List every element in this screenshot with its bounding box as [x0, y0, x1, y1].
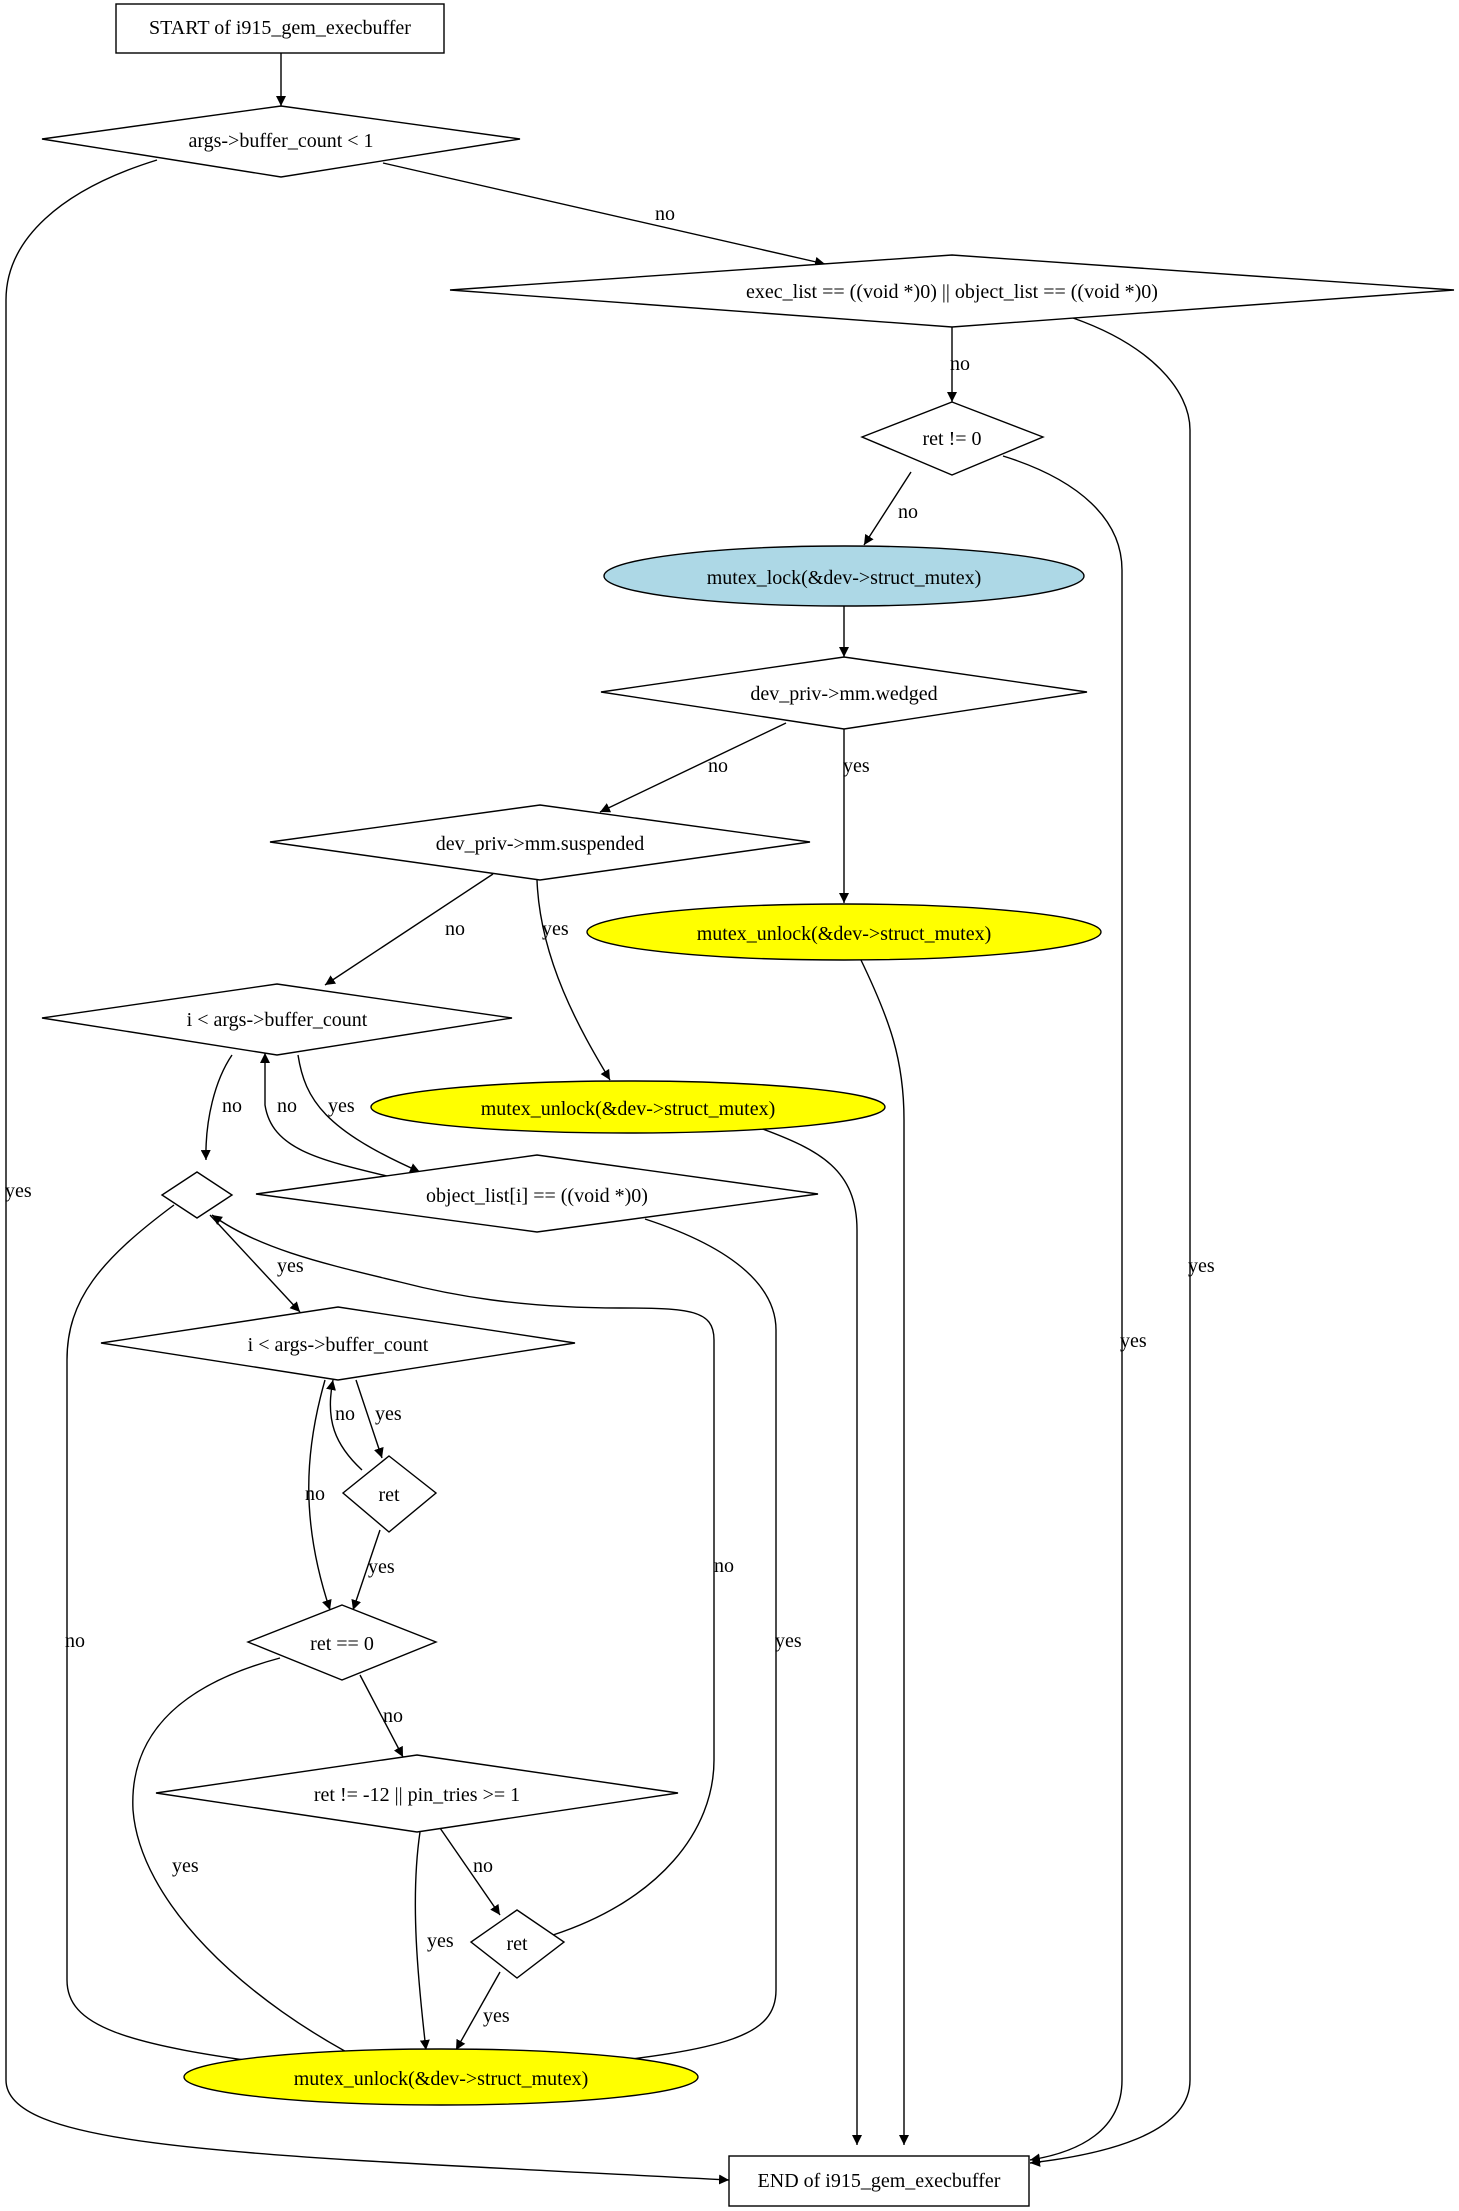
- decision-object-null-label: object_list[i] == ((void *)0): [426, 1185, 648, 1207]
- edge-d7-to-d9: [209, 1214, 301, 1313]
- decision-loop-buffer-count-1-label: i < args->buffer_count: [187, 1009, 368, 1031]
- edge-d2-to-end: [1029, 317, 1191, 2167]
- decision-ret-b-label: ret: [506, 1933, 528, 1955]
- decision-ret-zero: ret == 0: [246, 1604, 438, 1681]
- edge-label-d2-end: yes: [1188, 1255, 1215, 1277]
- mutex-unlock-wedged-label: mutex_unlock(&dev->struct_mutex): [697, 923, 992, 945]
- edge-label-d13-u3: yes: [483, 2005, 510, 2027]
- decision-ret-nonzero: ret != 0: [860, 401, 1045, 476]
- edge-u1-to-end: [859, 957, 909, 2145]
- edge-label-d10-d11: yes: [368, 1556, 395, 1578]
- edge-d10-to-d9: [326, 1379, 363, 1471]
- edge-d8-to-u3: [567, 1218, 777, 2070]
- decision-ret-zero-label: ret == 0: [310, 1633, 374, 1655]
- decision-null-lists: exec_list == ((void *)0) || object_list …: [449, 254, 1455, 328]
- edge-d11-to-d12: [359, 1674, 404, 1758]
- edge-label-d3-end: yes: [1120, 1330, 1147, 1352]
- edges: [5, 53, 1191, 2185]
- edge-d13-to-u3: [455, 1971, 501, 2051]
- decision-ret-a-label: ret: [378, 1484, 400, 1506]
- mutex-lock-label: mutex_lock(&dev->struct_mutex): [707, 567, 982, 589]
- edge-label-d8-d6: no: [277, 1095, 297, 1117]
- mutex-unlock-suspended-label: mutex_unlock(&dev->struct_mutex): [481, 1098, 776, 1120]
- edge-label-d3-lock: no: [898, 501, 918, 523]
- edge-label-d9-d10: yes: [375, 1403, 402, 1425]
- decision-pin-tries-label: ret != -12 || pin_tries >= 1: [314, 1784, 520, 1806]
- edge-label-d5-u2: yes: [542, 918, 569, 940]
- end-node: END of i915_gem_execbuffer: [728, 2155, 1030, 2207]
- edge-d7-to-u3: [66, 1204, 291, 2070]
- edge-label-d1-d2: no: [655, 203, 675, 225]
- edge-label-d4-u1: yes: [843, 755, 870, 777]
- edge-label-d6-d8: yes: [328, 1095, 355, 1117]
- decision-buffer-count-label: args->buffer_count < 1: [188, 130, 373, 152]
- decision-loop-buffer-count-2: i < args->buffer_count: [100, 1306, 576, 1381]
- edge-label-d6-d7: no: [222, 1095, 242, 1117]
- mutex-unlock-final-label: mutex_unlock(&dev->struct_mutex): [294, 2068, 589, 2090]
- edge-label-d8-u3: yes: [775, 1630, 802, 1652]
- edge-d11-to-u3: [132, 1657, 378, 2069]
- edge-d4-to-d5: [599, 722, 787, 813]
- mutex-unlock-wedged: mutex_unlock(&dev->struct_mutex): [586, 903, 1102, 961]
- edge-d5-to-u2: [536, 879, 611, 1081]
- edge-label-d11-u3: yes: [172, 1855, 199, 1877]
- edge-label-d7-u3: no: [65, 1630, 85, 1652]
- edge-d3-to-end: [1002, 455, 1123, 2164]
- edge-d9-to-d10: [355, 1379, 384, 1459]
- edge-label-d7-d9: yes: [277, 1255, 304, 1277]
- decision-null-lists-label: exec_list == ((void *)0) || object_list …: [746, 281, 1158, 303]
- decision-ret-b: ret: [469, 1909, 566, 1979]
- edge-d3-to-lock: [863, 471, 912, 546]
- edge-d9-to-d11: [308, 1379, 332, 1611]
- edge-label-d13-d7: no: [714, 1555, 734, 1577]
- edge-label-d1-end: yes: [5, 1180, 32, 1202]
- edge-d12-to-u3: [414, 1831, 430, 2051]
- decision-suspended-label: dev_priv->mm.suspended: [436, 833, 644, 855]
- edge-d6-to-d7: [200, 1054, 233, 1161]
- decision-wedged-label: dev_priv->mm.wedged: [750, 683, 937, 705]
- edge-d8-to-d6: [260, 1053, 396, 1179]
- end-node-label: END of i915_gem_execbuffer: [758, 2170, 1001, 2192]
- edge-label-d5-d6: no: [445, 918, 465, 940]
- edge-label-d12-u3: yes: [427, 1930, 454, 1952]
- decision-object-null: object_list[i] == ((void *)0): [255, 1154, 819, 1233]
- edge-d13-to-d7: [211, 1214, 715, 1936]
- mutex-lock-node: mutex_lock(&dev->struct_mutex): [603, 545, 1085, 607]
- edge-label-d12-d13: no: [473, 1855, 493, 1877]
- edge-label-d2-d3: no: [950, 353, 970, 375]
- edge-d1-to-d2: [382, 162, 826, 267]
- decision-loop-buffer-count-1: i < args->buffer_count: [41, 983, 513, 1056]
- decision-loop-buffer-count-2-label: i < args->buffer_count: [248, 1334, 429, 1356]
- decision-buffer-count: args->buffer_count < 1: [41, 105, 521, 178]
- edge-d12-to-d13: [439, 1827, 501, 1916]
- decision-wedged: dev_priv->mm.wedged: [600, 656, 1088, 730]
- start-node: START of i915_gem_execbuffer: [115, 3, 445, 54]
- edge-d6-to-d8: [297, 1054, 421, 1173]
- edge-labels: no yes no yes no yes no yes no yes no no…: [5, 203, 1215, 2027]
- edge-d1-to-end: [5, 159, 730, 2185]
- edge-u2-to-end: [759, 1127, 862, 2145]
- edge-d5-to-d6: [324, 873, 494, 986]
- edge-d10-to-d11: [351, 1529, 381, 1611]
- decision-ret-a: ret: [341, 1455, 438, 1533]
- decision-pin-tries: ret != -12 || pin_tries >= 1: [155, 1754, 679, 1833]
- edge-label-d10-d9: no: [335, 1403, 355, 1425]
- mutex-unlock-final: mutex_unlock(&dev->struct_mutex): [183, 2048, 699, 2106]
- edge-label-d9-d11: no: [305, 1483, 325, 1505]
- decision-ret-nonzero-label: ret != 0: [922, 428, 981, 450]
- nodes: START of i915_gem_execbuffer args->buffe…: [41, 3, 1455, 2207]
- edge-label-d11-d12: no: [383, 1705, 403, 1727]
- decision-suspended: dev_priv->mm.suspended: [269, 804, 811, 881]
- start-node-label: START of i915_gem_execbuffer: [149, 17, 411, 39]
- mutex-unlock-suspended: mutex_unlock(&dev->struct_mutex): [370, 1080, 886, 1134]
- decision-empty: [160, 1171, 234, 1219]
- edge-label-d4-d5: no: [708, 755, 728, 777]
